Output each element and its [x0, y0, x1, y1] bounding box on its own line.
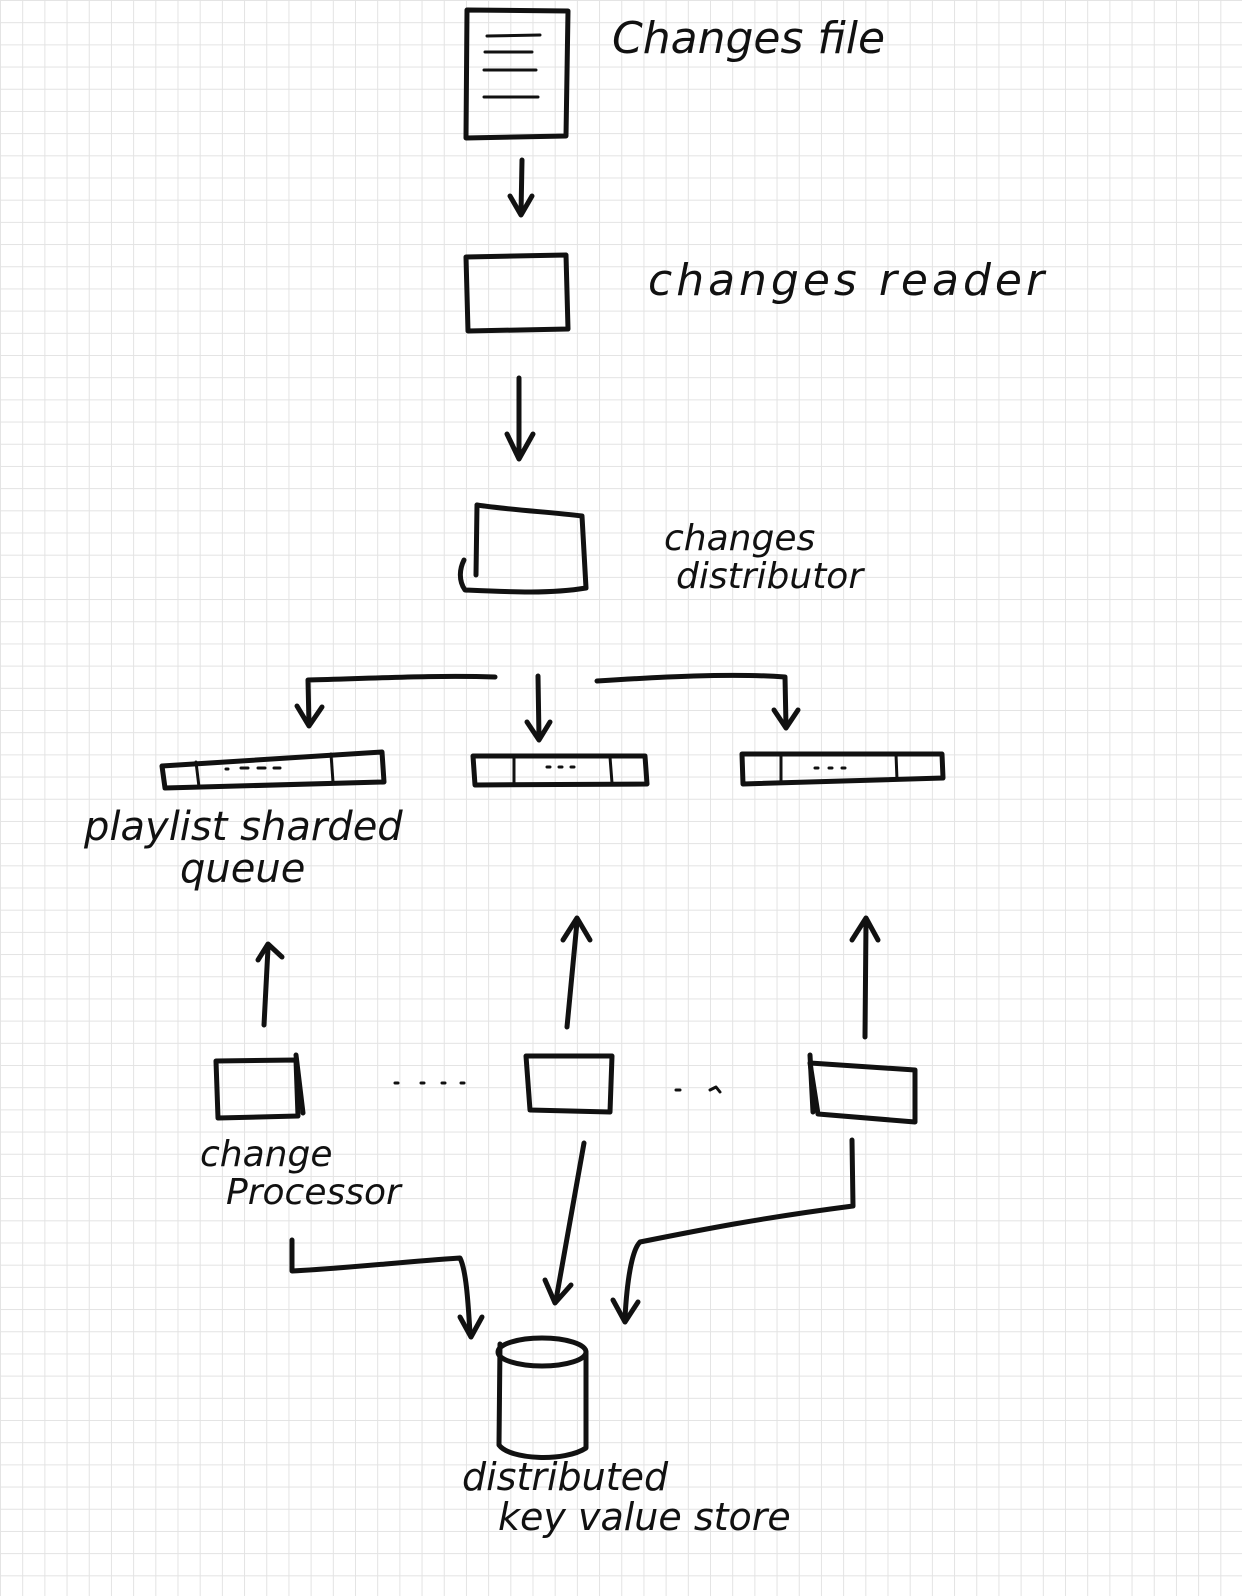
change-processor-left: [213, 1052, 306, 1121]
arrow-distributor-to-queue-right: [594, 672, 801, 731]
changes-file-label: Changes file: [612, 13, 886, 64]
changes-distributor-label: changes distributor: [664, 520, 863, 596]
queue-shard-right: [739, 751, 946, 787]
changes-file-node: [463, 7, 571, 141]
key-value-store-label-line2: key value store: [498, 1494, 791, 1539]
queue-shard-left: [159, 749, 387, 791]
changes-distributor-label-line1: changes: [664, 518, 816, 559]
changes-distributor-label-line2: distributor: [676, 555, 864, 597]
arrow-reader-to-distributor: [504, 375, 536, 462]
queue-shard-middle: [470, 753, 650, 788]
arrow-processor-right-to-store: [610, 1137, 856, 1325]
change-processor-label: change Processor: [200, 1136, 401, 1212]
processor-ellipsis: [393, 1081, 722, 1094]
changes-distributor-node: [457, 502, 589, 595]
queue-label: playlist sharded queue: [84, 806, 403, 890]
arrow-processor-right-to-queue: [849, 915, 881, 1040]
change-processor-label-line2: Processor: [226, 1171, 401, 1213]
change-processor-right: [807, 1052, 918, 1125]
changes-reader-node: [463, 252, 571, 334]
key-value-store-label-line1: distributed: [462, 1455, 669, 1499]
arrow-distributor-to-queue-middle: [524, 673, 553, 743]
changes-file-label-text: Changes file: [612, 13, 886, 64]
key-value-store-label: distributed key value store: [462, 1455, 791, 1539]
changes-reader-label-text: changes reader: [648, 255, 1049, 306]
arrow-file-to-reader: [507, 157, 535, 218]
arrow-processor-left-to-store: [289, 1237, 485, 1340]
queue-label-line2: queue: [180, 846, 306, 892]
arrow-distributor-to-queue-left: [294, 673, 498, 729]
arrow-processor-middle-to-queue: [560, 915, 593, 1030]
arrow-processor-left-to-queue: [255, 941, 285, 1028]
key-value-store-node: [495, 1335, 589, 1460]
queue-label-line1: playlist sharded: [84, 804, 403, 850]
change-processor-label-line1: change: [200, 1134, 333, 1175]
change-processor-middle: [523, 1053, 615, 1115]
arrow-processor-middle-to-store: [542, 1140, 587, 1306]
changes-reader-label: changes reader: [648, 255, 1049, 306]
